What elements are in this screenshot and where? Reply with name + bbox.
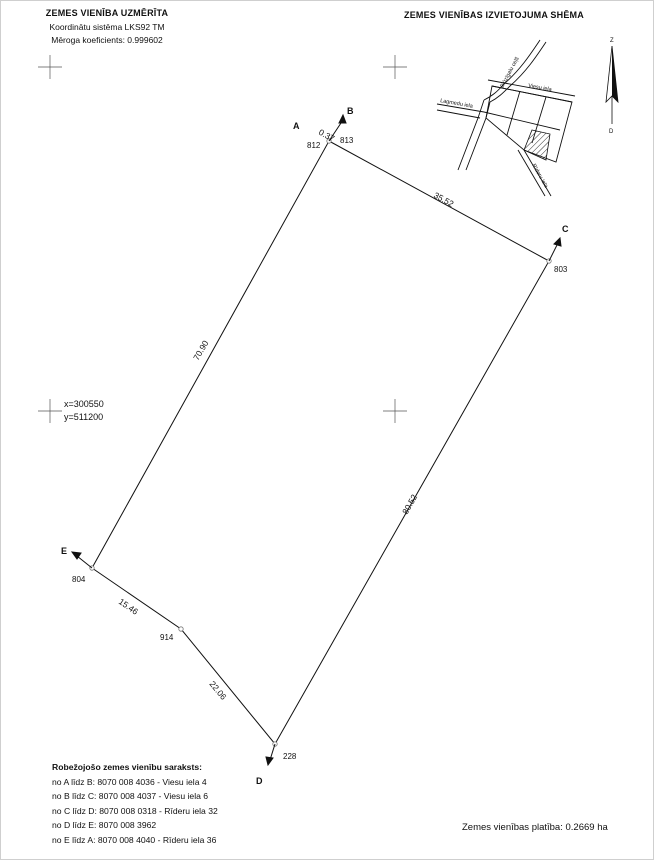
road-viesu xyxy=(487,79,576,97)
label-vertex-228: 228 xyxy=(283,752,297,761)
label-vertex-914: 914 xyxy=(160,633,174,642)
label-vertex-812: 812 xyxy=(307,141,321,150)
arrow-d xyxy=(265,756,274,767)
location-scheme-title: ZEMES VIENĪBAS IZVIETOJUMA SHĒMA xyxy=(404,10,584,20)
arrow-e xyxy=(70,551,82,560)
sheet-title: ZEMES VIENĪBA UZMĒRĪTA xyxy=(45,8,169,18)
parcel-boundary xyxy=(91,140,550,745)
street-label-lagmedu: Lagmedu iela xyxy=(440,98,474,110)
parcel-area: Zemes vienības platība: 0.2669 ha xyxy=(462,822,608,833)
neighbor-row: no C līdz D: 8070 008 0318 - Rīderu iela… xyxy=(52,805,218,816)
label-point-c: C xyxy=(562,224,569,234)
neighbor-list: Robežojošo zemes vienību saraksts: no A … xyxy=(52,760,218,848)
south-label: D xyxy=(609,129,614,135)
road-rideru xyxy=(517,149,546,197)
scale-coefficient: Mēroga koeficients: 0.999602 xyxy=(51,35,163,45)
label-vertex-804: 804 xyxy=(72,575,86,584)
target-parcel-hatch xyxy=(523,129,551,161)
header-left: ZEMES VIENĪBA UZMĒRĪTA Koordinātu sistēm… xyxy=(22,8,192,45)
label-point-a: A xyxy=(293,121,300,131)
label-point-e: E xyxy=(61,546,67,556)
street-label-viesu: Viesu iela xyxy=(528,83,553,93)
neighbor-row: no E līdz A: 8070 008 4040 - Rīderu iela… xyxy=(52,834,217,845)
label-point-b: B xyxy=(347,106,354,116)
grid-y-coordinate: y=511200 xyxy=(64,412,104,422)
coordinate-system: Koordinātu sistēma LKS92 TM xyxy=(49,22,165,32)
label-point-d: D xyxy=(256,776,263,786)
label-vertex-813: 813 xyxy=(340,136,354,145)
neighbor-row: no A līdz B: 8070 008 4036 - Viesu iela … xyxy=(52,776,207,787)
north-label: Z xyxy=(610,38,614,44)
neighbor-row: no D līdz E: 8070 008 3962 xyxy=(52,820,157,831)
neighbor-list-title: Robežojošo zemes vienību saraksts: xyxy=(52,762,202,772)
neighbor-row: no B līdz C: 8070 008 4037 - Viesu iela … xyxy=(52,791,209,802)
grid-x-coordinate: x=300550 xyxy=(64,399,104,409)
arrow-b xyxy=(338,113,347,124)
road-main xyxy=(457,99,485,171)
label-vertex-803: 803 xyxy=(554,265,568,274)
road-lagmedu xyxy=(436,103,485,113)
vertex-914 xyxy=(178,626,184,632)
arrow-c xyxy=(553,236,562,247)
